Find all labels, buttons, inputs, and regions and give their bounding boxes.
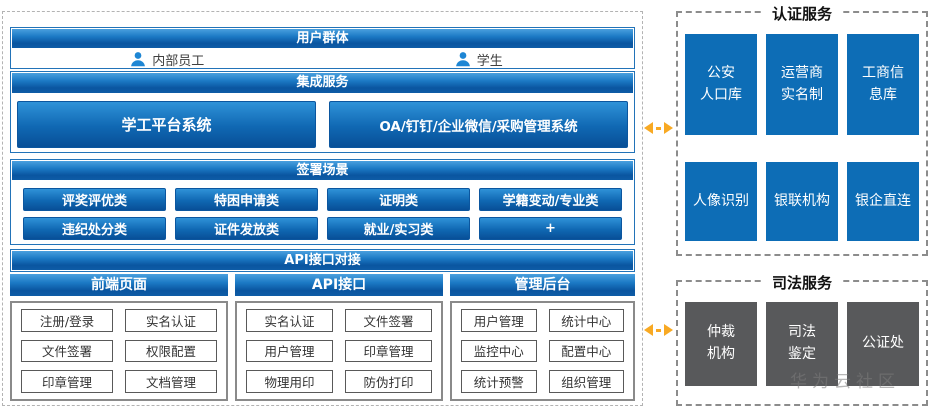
auth-row-1: 公安 人口库 运营商 实名制 工商信 息库 [678, 34, 926, 135]
admin-header: 管理后台 [450, 274, 635, 296]
column-admin: 管理后台 用户管理 统计中心 监控中心 配置中心 统计预警 组织管理 [450, 274, 635, 401]
feature-cell: 配置中心 [548, 339, 624, 363]
signing-row: 违纪处分类 证件发放类 就业/实习类 + [23, 217, 622, 240]
auth-row-2: 人像识别 银联机构 银企直连 [678, 162, 926, 241]
feature-cell: 用户管理 [246, 339, 333, 363]
arrow-right-icon [664, 122, 673, 134]
system-box-oa: OA/钉钉/企业微信/采购管理系统 [329, 101, 628, 148]
admin-items: 用户管理 统计中心 监控中心 配置中心 统计预警 组织管理 [450, 301, 635, 401]
feature-cell: 印章管理 [21, 370, 113, 393]
signing-row: 评奖评优类 特困申请类 证明类 学籍变动/专业类 [23, 188, 622, 211]
frontend-header: 前端页面 [10, 274, 228, 296]
feature-cell: 统计中心 [548, 309, 624, 332]
feature-cell: 文件签署 [345, 309, 432, 332]
watermark: 华为云社区 [790, 372, 900, 392]
auth-box-unionpay: 银联机构 [766, 162, 838, 241]
feature-cell: 实名认证 [125, 309, 217, 332]
feature-cell: 实名认证 [246, 309, 333, 332]
integration-header: 集成服务 [12, 73, 633, 93]
feature-cell: 文件签署 [21, 339, 113, 363]
section-user-group: 用户群体 内部员工 [10, 27, 635, 69]
judicial-box-forensic: 司法 鉴定 [766, 302, 838, 386]
system-box-xuegong: 学工平台系统 [17, 101, 316, 148]
scenario-button: 特困申请类 [175, 188, 318, 211]
arrow-right-icon [664, 324, 673, 336]
scenario-button: 证件发放类 [175, 217, 318, 240]
scenario-button-more: + [479, 217, 622, 240]
user-icon [454, 51, 472, 67]
feature-cell: 防伪打印 [345, 370, 432, 393]
api-items: 实名认证 文件签署 用户管理 印章管理 物理用印 防伪打印 [235, 301, 443, 401]
signing-buttons: 评奖评优类 特困申请类 证明类 学籍变动/专业类 违纪处分类 证件发放类 就业/… [11, 181, 634, 252]
user-label: 内部员工 [152, 53, 205, 69]
frontend-items: 注册/登录 实名认证 文件签署 权限配置 印章管理 文档管理 [10, 301, 228, 401]
scenario-button: 学籍变动/专业类 [479, 188, 622, 211]
integration-systems: 学工平台系统 OA/钉钉/企业微信/采购管理系统 [11, 94, 634, 154]
api-columns: 前端页面 注册/登录 实名认证 文件签署 权限配置 印章管理 文档管理 API接… [10, 274, 635, 401]
feature-cell: 组织管理 [548, 370, 624, 393]
arrow-left-icon [644, 122, 653, 134]
auth-box-police-db: 公安 人口库 [685, 34, 757, 135]
scenario-button: 证明类 [327, 188, 470, 211]
user-row: 内部员工 学生 [11, 49, 634, 69]
auth-box-operator-realname: 运营商 实名制 [766, 34, 838, 135]
signing-header: 签署场景 [12, 161, 633, 180]
judicial-box-notary: 公证处 [847, 302, 919, 386]
feature-cell: 物理用印 [246, 370, 333, 393]
judicial-service-title: 司法服务 [761, 272, 843, 293]
judicial-service-box: 司法服务 仲裁 机构 司法 鉴定 公证处 [676, 272, 928, 406]
user-internal-staff: 内部员工 [11, 50, 323, 69]
section-api-docking: API接口对接 [10, 249, 635, 272]
column-frontend: 前端页面 注册/登录 实名认证 文件签署 权限配置 印章管理 文档管理 [10, 274, 228, 401]
user-label: 学生 [476, 53, 503, 69]
auth-service-title: 认证服务 [761, 3, 843, 24]
judicial-box-arbitration: 仲裁 机构 [685, 302, 757, 386]
user-student: 学生 [323, 50, 635, 69]
feature-cell: 权限配置 [125, 339, 217, 363]
judicial-row: 仲裁 机构 司法 鉴定 公证处 [678, 302, 926, 386]
user-group-header: 用户群体 [12, 29, 633, 48]
feature-cell: 文档管理 [125, 370, 217, 393]
section-integration: 集成服务 学工平台系统 OA/钉钉/企业微信/采购管理系统 [10, 71, 635, 153]
feature-cell: 注册/登录 [21, 309, 113, 332]
scenario-button: 评奖评优类 [23, 188, 166, 211]
user-icon [129, 51, 147, 67]
scenario-button: 违纪处分类 [23, 217, 166, 240]
feature-cell: 用户管理 [461, 309, 537, 332]
auth-box-bank-direct: 银企直连 [847, 162, 919, 241]
api-header: API接口 [235, 274, 443, 296]
feature-cell: 监控中心 [461, 339, 537, 363]
api-docking-header: API接口对接 [12, 251, 633, 270]
double-arrow-icon [644, 122, 673, 134]
arrow-dash [656, 126, 661, 130]
feature-cell: 印章管理 [345, 339, 432, 363]
auth-box-face-recognition: 人像识别 [685, 162, 757, 241]
arrow-dash [656, 328, 661, 332]
column-api: API接口 实名认证 文件签署 用户管理 印章管理 物理用印 防伪打印 [235, 274, 443, 401]
section-signing-scenarios: 签署场景 评奖评优类 特困申请类 证明类 学籍变动/专业类 违纪处分类 证件发放… [10, 159, 635, 245]
double-arrow-icon [644, 324, 673, 336]
auth-service-box: 认证服务 公安 人口库 运营商 实名制 工商信 息库 人像识别 银联机构 银企直… [676, 3, 928, 256]
platform-panel: 用户群体 内部员工 [2, 11, 643, 406]
auth-box-business-db: 工商信 息库 [847, 34, 919, 135]
feature-cell: 统计预警 [461, 370, 537, 393]
arrow-left-icon [644, 324, 653, 336]
scenario-button: 就业/实习类 [327, 217, 470, 240]
